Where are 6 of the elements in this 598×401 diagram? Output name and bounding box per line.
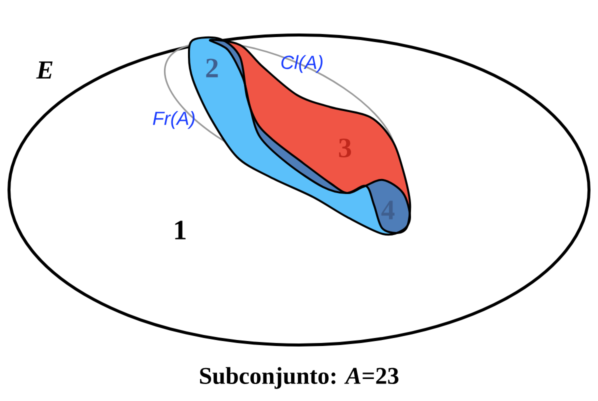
caption: Subconjunto: A=23 — [200, 367, 398, 389]
set-label: Cl(A) — [281, 55, 322, 73]
region-number: 1 — [175, 220, 186, 240]
region-number: 2 — [206, 58, 218, 78]
set-label: E — [36, 61, 52, 78]
set-label: Fr(A) — [152, 111, 194, 129]
